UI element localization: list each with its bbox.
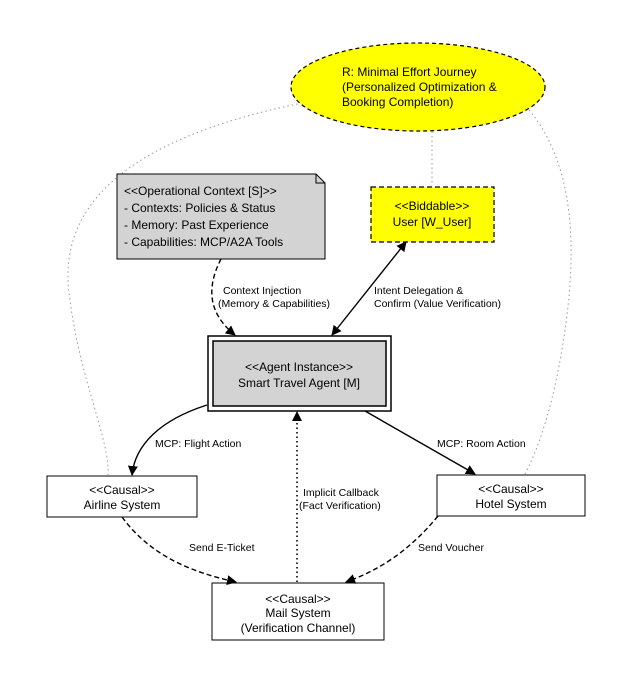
requirement-node: R: Minimal Effort Journey (Personalized … [290, 42, 546, 132]
label-implicit-callback-1: Implicit Callback [303, 487, 380, 499]
edge-context-injection [211, 258, 236, 336]
edge-room-action [364, 410, 476, 475]
context-note-line-3: - Memory: Past Experience [124, 218, 269, 232]
edge-send-eticket [121, 516, 237, 585]
trace-link-hotel [519, 99, 572, 475]
edge-intent-delegation [331, 241, 407, 336]
label-room-action: MCP: Room Action [437, 438, 526, 450]
airline-line-1: <<Causal>> [89, 483, 154, 497]
label-context-injection-1: Context Injection [223, 285, 301, 297]
mail-line-2: Mail System [265, 606, 330, 620]
label-intent-delegation-2: Confirm (Value Verification) [374, 298, 501, 310]
agent-node: <<Agent Instance>> Smart Travel Agent [M… [207, 335, 392, 412]
requirement-line-3: Booking Completion) [342, 95, 453, 109]
context-note: <<Operational Context [S]>> - Contexts: … [116, 173, 326, 260]
label-send-voucher: Send Voucher [418, 542, 484, 554]
requirement-line-2: (Personalized Optimization & [342, 80, 497, 94]
airline-node: <<Causal>> Airline System [46, 475, 198, 518]
edge-flight-action [127, 404, 208, 476]
context-note-line-2: - Contexts: Policies & Status [124, 201, 275, 215]
requirement-line-1: R: Minimal Effort Journey [342, 65, 477, 79]
hotel-node: <<Causal>> Hotel System [436, 474, 586, 517]
user-line-1: <<Biddable>> [395, 199, 470, 213]
label-context-injection-2: (Memory & Capabilities) [218, 298, 330, 310]
agent-line-2: Smart Travel Agent [M] [238, 376, 360, 390]
label-intent-delegation-1: Intent Delegation & [374, 285, 463, 297]
edge-send-voucher [345, 515, 439, 584]
hotel-line-1: <<Causal>> [478, 482, 543, 496]
user-line-2: User [W_User] [393, 215, 472, 229]
agent-line-1: <<Agent Instance>> [245, 360, 353, 374]
hotel-line-2: Hotel System [475, 497, 546, 511]
user-node: <<Biddable>> User [W_User] [370, 186, 495, 243]
label-send-eticket: Send E-Ticket [189, 542, 255, 554]
label-implicit-callback-2: (Fact Verification) [299, 500, 381, 512]
mail-line-3: (Verification Channel) [241, 621, 356, 635]
mail-line-1: <<Causal>> [265, 592, 330, 606]
mail-node: <<Causal>> Mail System (Verification Cha… [211, 582, 385, 641]
trace-link-airline [67, 102, 303, 476]
label-flight-action: MCP: Flight Action [155, 438, 242, 450]
context-note-line-1: <<Operational Context [S]>> [124, 184, 277, 198]
airline-line-2: Airline System [84, 498, 161, 512]
context-note-line-4: - Capabilities: MCP/A2A Tools [124, 235, 283, 249]
